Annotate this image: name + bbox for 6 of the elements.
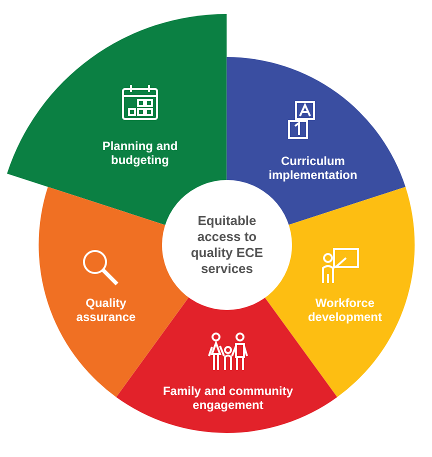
segment-label: Family and community engagement [162,384,294,412]
center-label: Equitable access to quality ECE services [190,213,264,277]
segment-label: Workforce development [306,296,383,324]
segment-label: Curriculum implementation [268,154,358,182]
segment-label: Quality assurance [75,296,137,324]
segment-label: Planning and budgeting [101,139,179,167]
